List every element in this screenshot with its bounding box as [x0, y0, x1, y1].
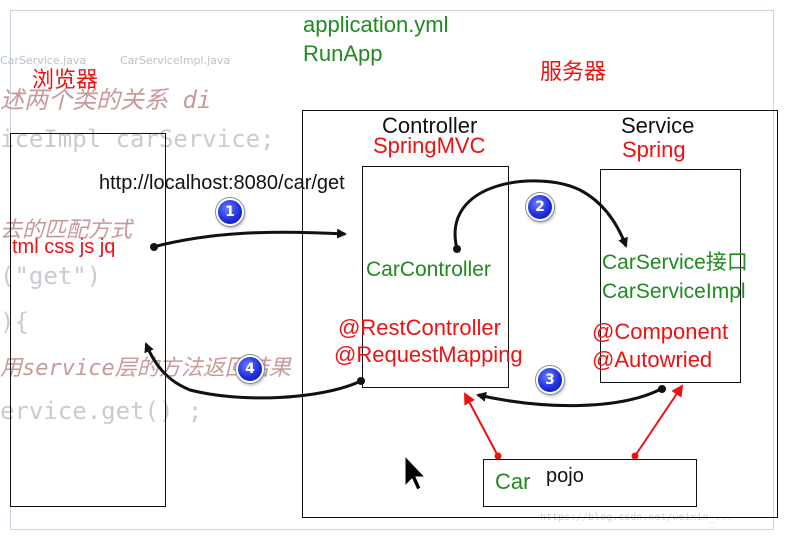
- bg-editor-tab: CarServiceImpl.java: [120, 54, 231, 67]
- service-interface: CarService接口: [602, 251, 748, 274]
- browser-title: 浏览器: [32, 68, 99, 93]
- bg-code-line: ervice.get() ;: [0, 397, 203, 425]
- bg-code-comment: 述两个类的关系 di: [0, 86, 212, 114]
- controller-framework: SpringMVC: [373, 133, 486, 158]
- controller-annotation: @RestController: [338, 315, 501, 340]
- pojo-box: [483, 459, 697, 507]
- server-title: 服务器: [540, 60, 607, 85]
- run-app-label: RunApp: [303, 41, 383, 66]
- bg-code-line: ){: [0, 308, 29, 336]
- browser-box: [10, 133, 166, 507]
- step-badge: 1: [216, 198, 244, 226]
- bg-code-comment: 去的匹配方式: [0, 218, 133, 243]
- controller-title: Controller: [382, 113, 478, 138]
- arrow-request-origin: [150, 243, 158, 251]
- config-file-label: application.yml: [303, 12, 449, 37]
- bg-editor-tab: CarService.java: [0, 54, 87, 67]
- arrow-call-service: [453, 179, 628, 250]
- arrow-return-controller: [476, 387, 662, 408]
- service-box: [600, 169, 741, 383]
- service-framework: Spring: [622, 137, 686, 162]
- arrow-pojo-to-controller-origin: [494, 452, 502, 460]
- arrow-call-service-origin: [453, 245, 461, 253]
- request-url: http://localhost:8080/car/get: [99, 172, 345, 194]
- service-title: Service: [621, 113, 695, 138]
- arrow-request: [152, 228, 347, 249]
- step-badge: 3: [536, 366, 564, 394]
- pojo-label: pojo: [546, 465, 584, 487]
- bg-code-line: iceImpl carService;: [0, 125, 275, 153]
- service-impl: CarServiceImpl: [602, 280, 746, 303]
- arrow-pojo-to-controller: [464, 392, 499, 457]
- bg-code-line: ("get"): [0, 262, 102, 290]
- mouse-cursor-icon: [404, 454, 427, 491]
- pojo-class: Car: [495, 469, 531, 494]
- controller-class: CarController: [366, 258, 491, 281]
- service-class-clip: CarService接口 CarServiceImpl: [600, 248, 778, 308]
- arrow-response-origin: [357, 377, 365, 385]
- arrow-pojo-to-service: [634, 384, 684, 457]
- arrow-pojo-to-service-origin: [631, 452, 639, 460]
- browser-tech-label: tml css js jq: [12, 236, 116, 258]
- step-badge: 4: [236, 355, 264, 383]
- controller-annotation: @RequestMapping: [334, 342, 523, 367]
- arrow-response: [144, 342, 362, 400]
- service-annotation: @Autowried: [592, 347, 713, 372]
- server-box: [302, 110, 778, 518]
- controller-box: [362, 166, 509, 388]
- step-badge: 2: [526, 193, 554, 221]
- service-annotation: @Component: [592, 319, 729, 344]
- arrow-return-controller-origin: [658, 385, 666, 393]
